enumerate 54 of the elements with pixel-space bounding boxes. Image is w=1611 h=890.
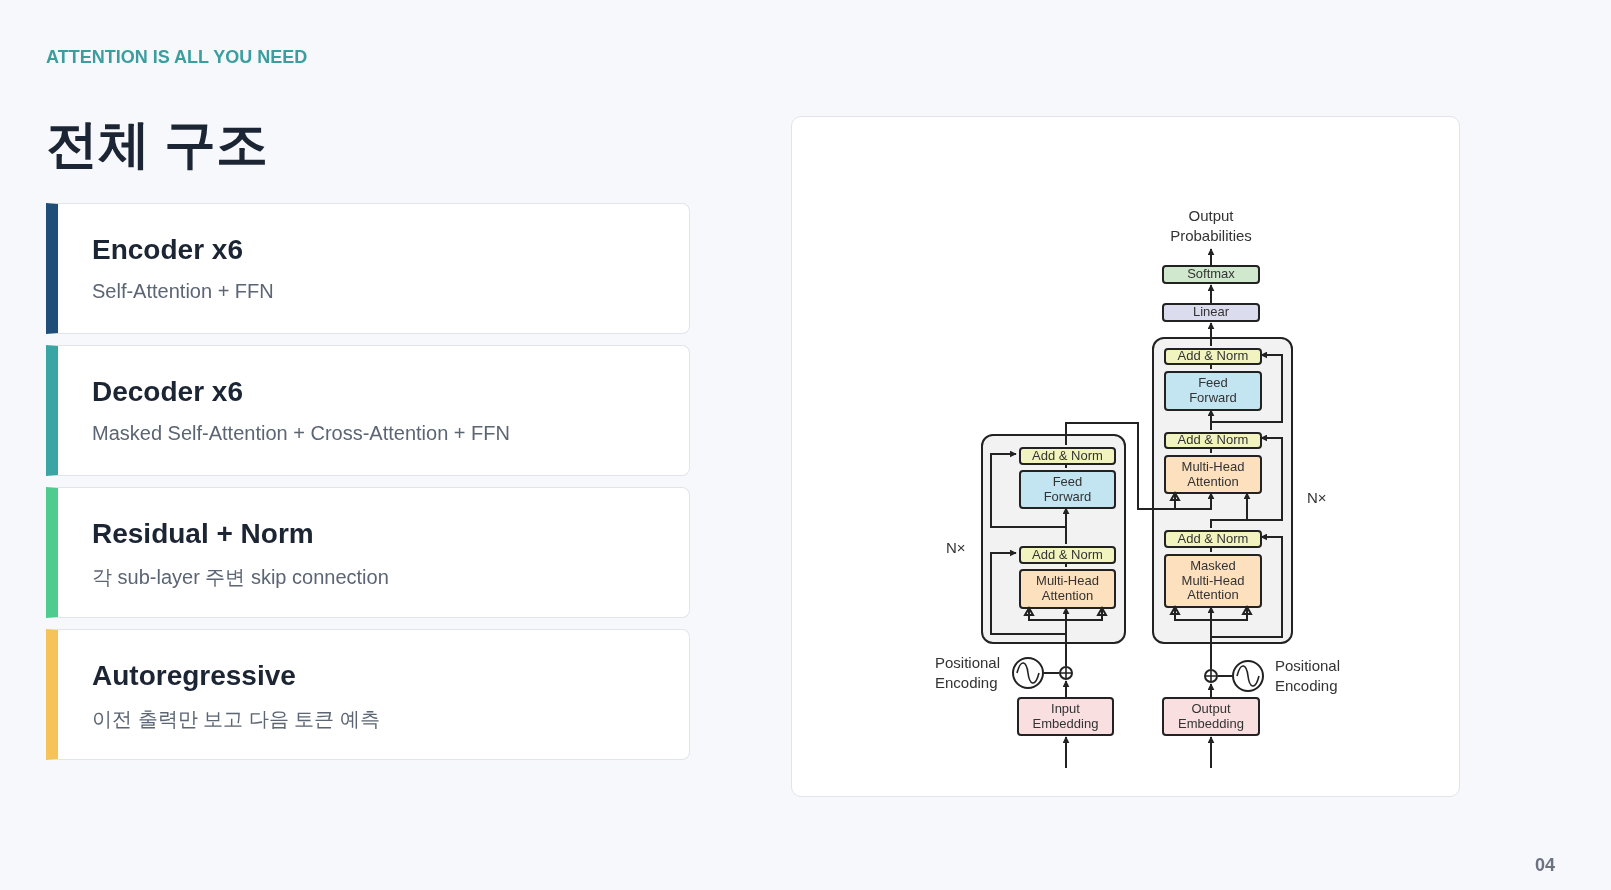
- softmax-box: Softmax: [1162, 265, 1260, 284]
- info-card: [46, 203, 690, 334]
- arrow: [1065, 422, 1215, 510]
- arrow: [990, 450, 1067, 545]
- arrow: [1210, 434, 1283, 529]
- connector-line: [1217, 675, 1233, 677]
- side-label: Positional Encoding: [1275, 656, 1342, 695]
- card-heading: Decoder x6: [92, 376, 243, 408]
- connector-line: [1043, 672, 1060, 674]
- card-text: 이전 출력만 보고 다음 토큰 예측: [92, 707, 380, 732]
- add-norm-box: Add & Norm: [1019, 546, 1116, 564]
- card-text: Self-Attention + FFN: [92, 280, 274, 303]
- side-label: N×: [1307, 488, 1327, 508]
- add-norm-box: Add & Norm: [1019, 447, 1116, 465]
- connector-line: [1065, 561, 1067, 568]
- arrow: [1207, 322, 1215, 347]
- attention-box: Multi-Head Attention: [1164, 455, 1262, 494]
- info-card: [46, 629, 690, 760]
- arrow: [1207, 284, 1215, 304]
- card-text: 각 sub-layer 주변 skip connection: [92, 565, 389, 590]
- layer-stack-frame: [1152, 337, 1293, 644]
- add-norm-box: Add & Norm: [1164, 432, 1262, 449]
- connector-line: [1210, 362, 1212, 370]
- info-card: [46, 345, 690, 476]
- connector-line: [1210, 446, 1212, 454]
- add-norm-box: Add & Norm: [1164, 530, 1262, 548]
- arrow: [1207, 248, 1215, 266]
- arrow: [1207, 683, 1215, 698]
- attention-box: Multi-Head Attention: [1019, 569, 1116, 609]
- side-label: N×: [946, 538, 966, 558]
- arrow: [1210, 351, 1283, 431]
- connector-line: [1065, 462, 1067, 469]
- connector-line: [1210, 545, 1212, 553]
- feed-forward-box: Feed Forward: [1164, 371, 1262, 411]
- card-heading: Autoregressive: [92, 660, 296, 692]
- layer-stack-frame: [981, 434, 1126, 644]
- arrow: [1062, 680, 1070, 698]
- feed-forward-box: Feed Forward: [1019, 470, 1116, 509]
- card-text: Masked Self-Attention + Cross-Attention + FFN: [92, 422, 510, 445]
- embedding-box: Input Embedding: [1017, 697, 1114, 736]
- arrow: [1062, 736, 1070, 769]
- slide-title: 전체 구조: [46, 114, 269, 175]
- card-heading: Residual + Norm: [92, 518, 314, 550]
- linear-box: Linear: [1162, 303, 1260, 322]
- arrow: [1207, 736, 1215, 769]
- add-norm-box: Add & Norm: [1164, 348, 1262, 365]
- info-card: [46, 487, 690, 618]
- side-label: Positional Encoding: [935, 653, 1002, 692]
- embedding-box: Output Embedding: [1162, 697, 1260, 736]
- page-number: 04: [1535, 855, 1556, 876]
- attention-box: Masked Multi-Head Attention: [1164, 554, 1262, 608]
- section-kicker: ATTENTION IS ALL YOU NEED: [46, 47, 308, 68]
- card-heading: Encoder x6: [92, 234, 243, 266]
- output-label: Output Probabilities: [1146, 206, 1276, 248]
